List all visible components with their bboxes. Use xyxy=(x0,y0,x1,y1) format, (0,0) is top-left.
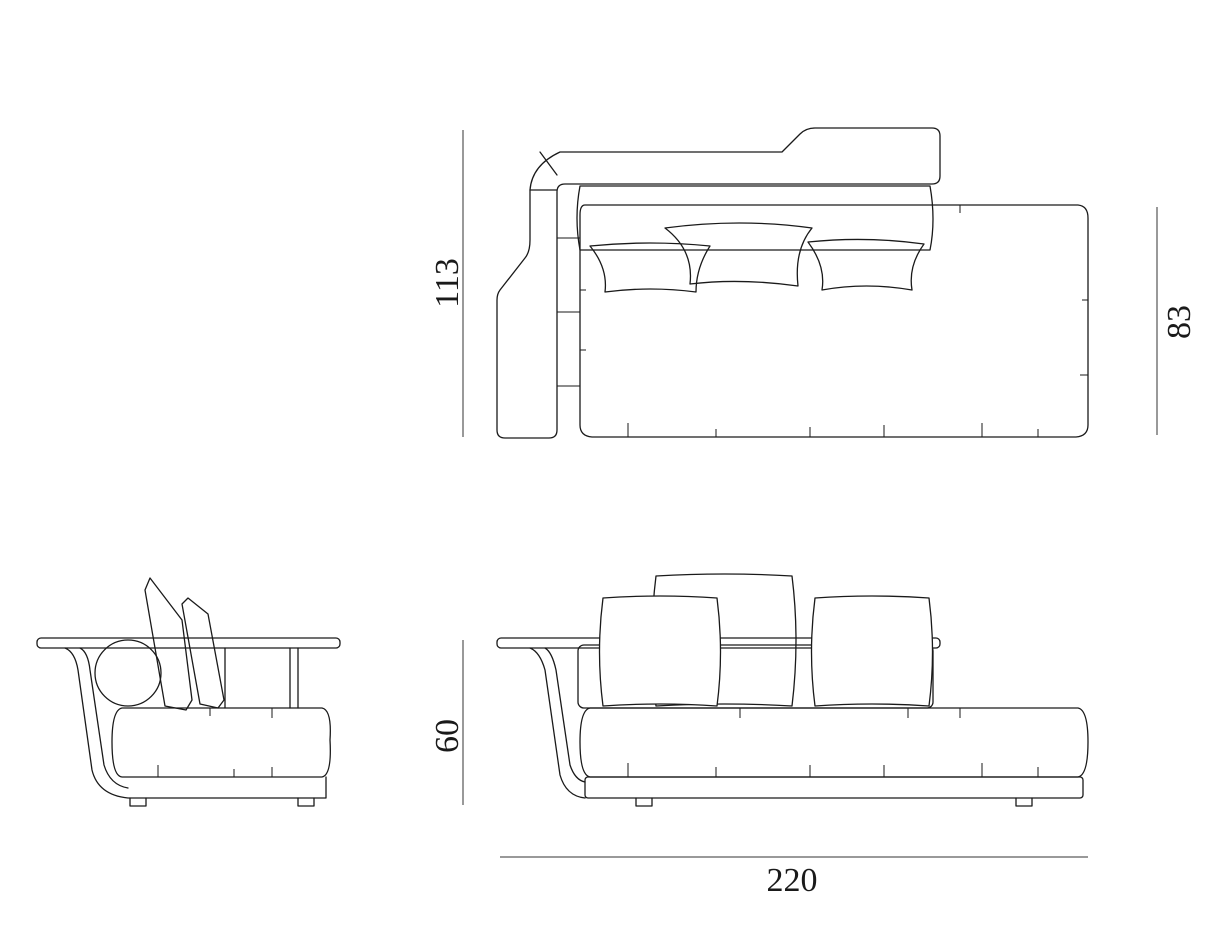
front-armrest-frame xyxy=(529,647,586,799)
front-feet xyxy=(635,797,1033,807)
side-legs xyxy=(129,647,315,807)
plan-back-cushion xyxy=(576,185,934,251)
front-pillow-left xyxy=(598,595,722,707)
plan-view: 113 83 xyxy=(429,127,1198,439)
front-tufts xyxy=(627,708,1039,777)
side-seat-cushion xyxy=(111,707,331,778)
side-base-frame xyxy=(64,647,327,799)
dim-label-220: 220 xyxy=(767,862,818,899)
plan-pillow-left xyxy=(589,242,711,293)
dim-label-60: 60 xyxy=(429,719,466,753)
side-tufts xyxy=(157,708,273,777)
plan-seat-cushion xyxy=(579,204,1089,438)
side-view xyxy=(36,577,341,807)
plan-armrest-backrest-frame xyxy=(496,127,941,439)
side-bolster xyxy=(94,639,162,707)
front-base xyxy=(584,776,1084,799)
plan-tufts xyxy=(557,205,1088,437)
plan-pillow-right xyxy=(807,238,925,291)
dim-label-113: 113 xyxy=(429,258,466,308)
front-view: 60 220 xyxy=(429,573,1089,899)
dim-label-83: 83 xyxy=(1161,305,1198,339)
side-pillow-front xyxy=(181,597,225,709)
side-pillow-back xyxy=(144,577,193,711)
front-pillow-right xyxy=(810,595,934,707)
front-seat-cushion xyxy=(579,707,1089,778)
plan-frame-corner-line xyxy=(529,151,558,191)
plan-pillow-center xyxy=(664,222,813,287)
